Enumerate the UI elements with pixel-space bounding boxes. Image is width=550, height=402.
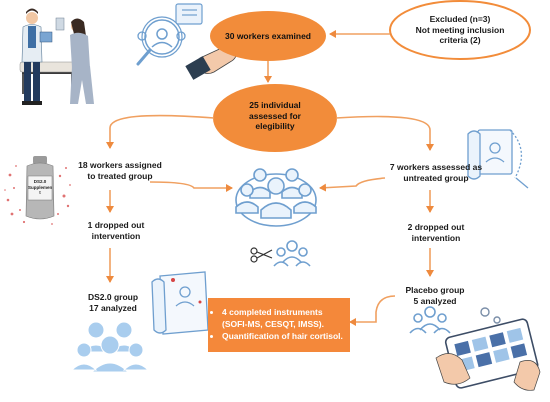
dropped-left-line-2: intervention bbox=[91, 230, 141, 241]
dropped-right-line-1: 2 dropped out bbox=[407, 222, 465, 232]
eligibility-line-2: assessed for bbox=[249, 110, 301, 121]
instruments-box-bg bbox=[208, 298, 350, 352]
certificate-icon bbox=[467, 129, 529, 189]
dropped-left-label: 1 dropped out intervention bbox=[76, 220, 156, 241]
untreated-label: 7 workers assessed as untreated group bbox=[374, 162, 498, 183]
certificate-icon-2 bbox=[151, 271, 209, 335]
excluded-label: Excluded (n=3) Not meeting inclusion cri… bbox=[400, 14, 520, 46]
dropped-left-line-1: 1 dropped out bbox=[87, 220, 145, 230]
ds-group-people-icon bbox=[70, 321, 150, 373]
treated-label: 18 workers assigned to treated group bbox=[62, 160, 178, 181]
eligibility-label: 25 individual assessed for elegibility bbox=[225, 100, 325, 132]
tablet-hands-icon bbox=[435, 307, 541, 391]
instruments-box: 4 completed instruments (SOFI-MS, CESQT,… bbox=[212, 306, 348, 342]
excluded-line-2: Not meeting inclusion bbox=[415, 24, 505, 35]
treated-line-1: 18 workers assigned bbox=[78, 160, 162, 170]
placebo-group-people-icon bbox=[409, 306, 451, 334]
treated-line-2: to treated group bbox=[87, 170, 153, 181]
ds-group-line-1: DS2.0 group bbox=[87, 292, 139, 302]
eligibility-line-3: elegibility bbox=[255, 121, 295, 131]
doctor-patient-icon bbox=[19, 8, 94, 105]
bottle-label-line-1: DS2.0 bbox=[33, 179, 47, 184]
scissors-icon bbox=[250, 247, 273, 263]
ds-group-label: DS2.0 group 17 analyzed bbox=[76, 292, 150, 313]
examined-label: 30 workers examined bbox=[225, 31, 311, 41]
placebo-group-line-1: Placebo group bbox=[405, 285, 465, 295]
instruments-item-2: Quantification of hair cortisol. bbox=[222, 330, 348, 342]
examined-oval bbox=[210, 11, 326, 61]
dropped-right-label: 2 dropped out intervention bbox=[396, 222, 476, 243]
group-people-icon bbox=[235, 168, 317, 227]
placebo-group-label: Placebo group 5 analyzed bbox=[398, 285, 472, 306]
excluded-line-3: criteria (2) bbox=[439, 35, 481, 45]
small-group-icon bbox=[273, 240, 311, 267]
bottle-label-line-3: t bbox=[39, 190, 41, 195]
supplement-bottle-icon bbox=[4, 156, 71, 225]
eligibility-oval bbox=[213, 84, 337, 152]
excluded-line-1: Excluded (n=3) bbox=[429, 14, 491, 24]
excluded-oval bbox=[389, 0, 531, 60]
instruments-item-1: 4 completed instruments (SOFI-MS, CESQT,… bbox=[222, 306, 348, 330]
dropped-right-line-2: intervention bbox=[411, 232, 461, 243]
untreated-line-1: 7 workers assessed as bbox=[389, 162, 483, 172]
ds-group-line-2: 17 analyzed bbox=[89, 302, 137, 313]
bottle-label-line-2: Supplemen bbox=[28, 184, 53, 190]
untreated-line-2: untreated group bbox=[403, 172, 469, 183]
profile-search-icon bbox=[136, 3, 203, 66]
placebo-group-line-2: 5 analyzed bbox=[413, 295, 457, 306]
bottle-label: DS2.0 Supplemen t bbox=[28, 179, 52, 196]
flow-arrows bbox=[106, 30, 434, 326]
eligibility-line-1: 25 individual bbox=[249, 100, 301, 110]
